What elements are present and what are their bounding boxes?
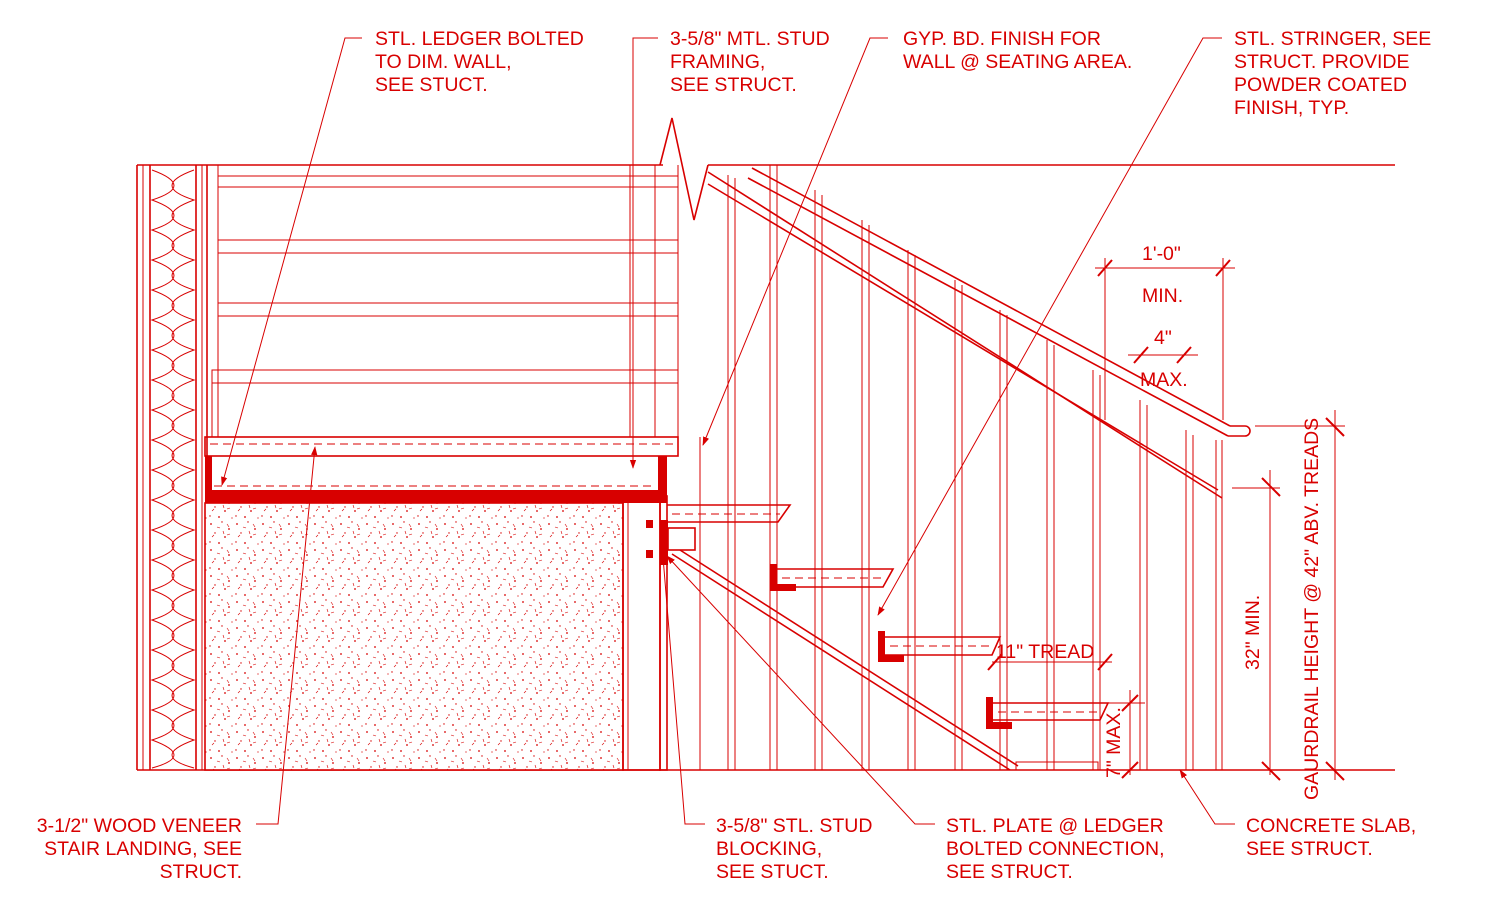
stud-blocking	[622, 495, 696, 771]
dim-guardrail-height: GAURDRAIL HEIGHT @ 42" ABV. TREADS	[1255, 410, 1345, 800]
batt-insulation	[150, 169, 175, 769]
dim-tread-label: 11" TREAD	[996, 641, 1094, 663]
dim-tread: 11" TREAD	[987, 641, 1113, 671]
dim-1ft-label: 1'-0"	[1142, 243, 1181, 265]
svg-text:3-1/2" WOOD VENEER: 3-1/2" WOOD VENEER	[37, 815, 242, 837]
callout-gyp-bd: GYP. BD. FINISH FOR WALL @ SEATING AREA.	[903, 28, 1132, 73]
svg-text:3-5/8" MTL. STUD: 3-5/8" MTL. STUD	[670, 28, 830, 50]
dim-riser: 7" MAX.	[1100, 690, 1145, 779]
callout-stringer: STL. STRINGER, SEE STRUCT. PROVIDE POWDE…	[1234, 28, 1431, 119]
callout-stud-framing: 3-5/8" MTL. STUD FRAMING, SEE STRUCT.	[670, 28, 830, 96]
handrail	[707, 167, 1251, 499]
svg-text:STL. PLATE @ LEDGER: STL. PLATE @ LEDGER	[946, 815, 1164, 837]
callout-wood-veneer: 3-1/2" WOOD VENEER STAIR LANDING, SEE ST…	[37, 815, 242, 883]
svg-text:SEE STUCT.: SEE STUCT.	[375, 74, 488, 96]
wood-veneer-landing	[204, 436, 679, 457]
dim-guardrail-label: GAURDRAIL HEIGHT @ 42" ABV. TREADS	[1301, 418, 1323, 800]
dim-handrail-height: 32" MIN.	[1232, 470, 1281, 781]
leader-lines	[221, 37, 1235, 825]
svg-text:FRAMING,: FRAMING,	[670, 51, 765, 73]
svg-text:STRUCT. PROVIDE: STRUCT. PROVIDE	[1234, 51, 1410, 73]
svg-text:GYP. BD. FINISH FOR: GYP. BD. FINISH FOR	[903, 28, 1101, 50]
svg-text:FINISH, TYP.: FINISH, TYP.	[1234, 97, 1349, 119]
svg-text:SEE STUCT.: SEE STUCT.	[716, 861, 829, 883]
dim-4in-label: 4"	[1154, 327, 1172, 349]
dim-1ft-qualifier: MIN.	[1142, 285, 1183, 307]
svg-text:SEE STRUCT.: SEE STRUCT.	[1246, 838, 1373, 860]
dim-riser-label: 7" MAX.	[1103, 707, 1125, 778]
dim-baluster-gap: 4" MAX.	[1128, 327, 1198, 391]
svg-text:3-5/8" STL. STUD: 3-5/8" STL. STUD	[716, 815, 872, 837]
landing-fill	[204, 502, 624, 771]
dim-handrail-extension: 1'-0" MIN.	[1095, 243, 1235, 420]
exterior-wall	[136, 165, 208, 770]
svg-text:BLOCKING,: BLOCKING,	[716, 838, 822, 860]
break-line	[659, 117, 709, 221]
svg-text:STAIR LANDING, SEE: STAIR LANDING, SEE	[44, 838, 242, 860]
callout-stl-plate: STL. PLATE @ LEDGER BOLTED CONNECTION, S…	[946, 815, 1165, 883]
callout-slab: CONCRETE SLAB, SEE STRUCT.	[1246, 815, 1416, 860]
dim-4in-qualifier: MAX.	[1140, 369, 1188, 391]
steel-ledger	[205, 456, 667, 503]
svg-text:POWDER COATED: POWDER COATED	[1234, 74, 1407, 96]
callout-stud-blocking: 3-5/8" STL. STUD BLOCKING, SEE STUCT.	[716, 815, 872, 883]
dim-32in-label: 32" MIN.	[1242, 595, 1264, 670]
svg-text:STRUCT.: STRUCT.	[160, 861, 242, 883]
callout-ledger: STL. LEDGER BOLTED TO DIM. WALL, SEE STU…	[375, 28, 584, 96]
svg-text:STL. LEDGER BOLTED: STL. LEDGER BOLTED	[375, 28, 584, 50]
balusters	[727, 165, 1223, 770]
svg-text:SEE STRUCT.: SEE STRUCT.	[946, 861, 1073, 883]
landing-guardrail	[211, 165, 679, 437]
svg-text:WALL @ SEATING AREA.: WALL @ SEATING AREA.	[903, 51, 1132, 73]
svg-text:BOLTED CONNECTION,: BOLTED CONNECTION,	[946, 838, 1165, 860]
svg-text:SEE STRUCT.: SEE STRUCT.	[670, 74, 797, 96]
svg-text:CONCRETE SLAB,: CONCRETE SLAB,	[1246, 815, 1416, 837]
treads	[667, 504, 1110, 729]
svg-text:STL. STRINGER, SEE: STL. STRINGER, SEE	[1234, 28, 1431, 50]
svg-text:TO DIM. WALL,: TO DIM. WALL,	[375, 51, 512, 73]
